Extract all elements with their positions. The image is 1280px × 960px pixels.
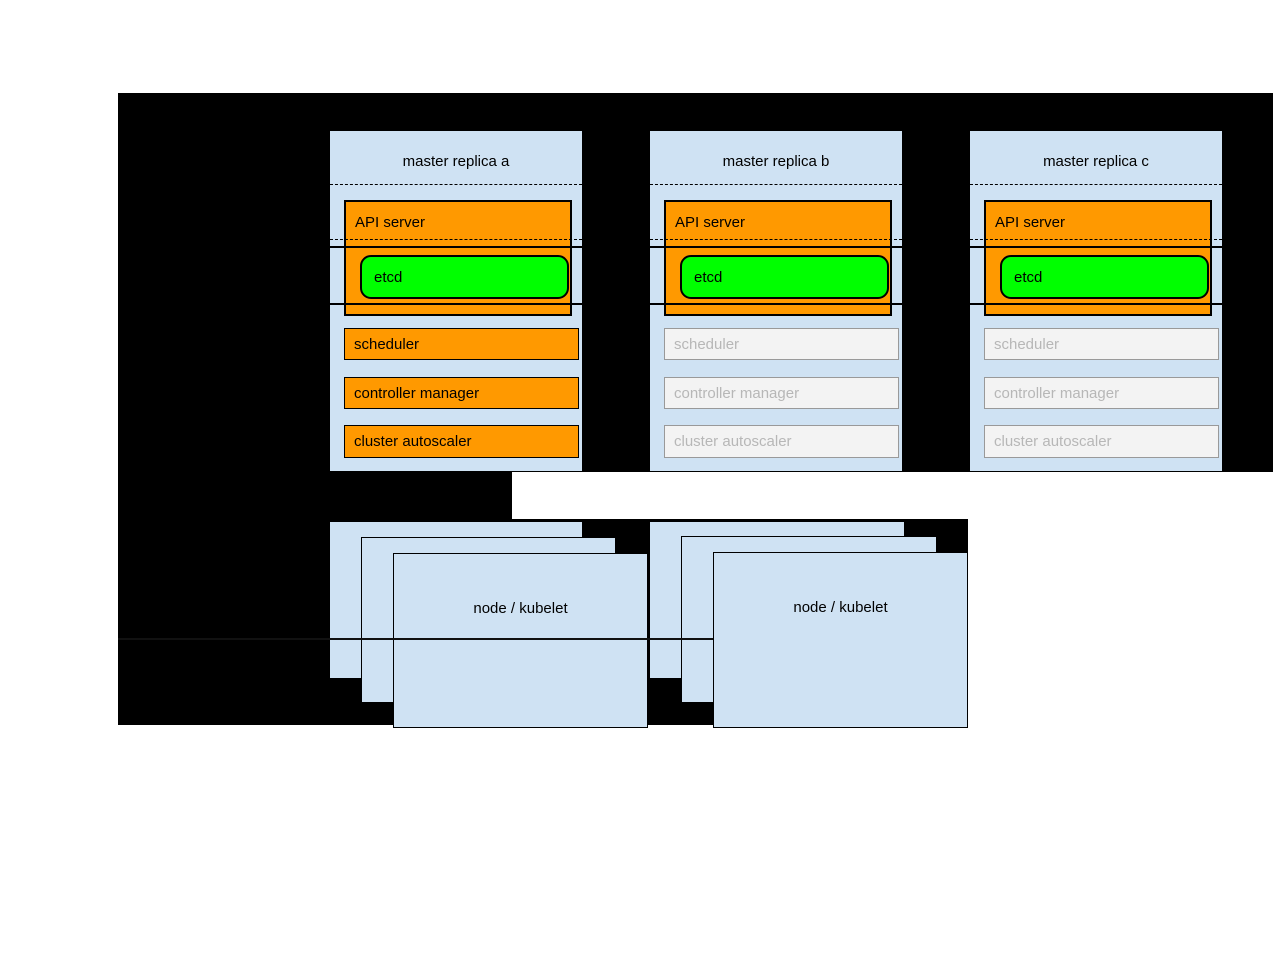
connector-line (118, 638, 713, 640)
component-box-controller-manager: controller manager (664, 377, 899, 409)
component-label: cluster autoscaler (994, 433, 1112, 450)
dashed-separator (330, 184, 582, 185)
api-server-label: API server (995, 214, 1066, 231)
component-box-controller-manager: controller manager (344, 377, 579, 409)
node-label: node / kubelet (793, 599, 888, 616)
component-label: controller manager (994, 384, 1120, 402)
dashed-separator (970, 239, 1222, 240)
dashed-separator (970, 184, 1222, 185)
component-box-scheduler: scheduler (344, 328, 579, 360)
component-box-cluster-autoscaler: cluster autoscaler (664, 425, 899, 458)
component-label: cluster autoscaler (674, 433, 792, 450)
etcd-label: etcd (374, 268, 403, 286)
solid-separator (330, 246, 582, 248)
component-label: scheduler (994, 335, 1060, 353)
component-box-controller-manager: controller manager (984, 377, 1219, 409)
etcd-box: etcd (680, 255, 889, 299)
node-box-front: node / kubelet (713, 552, 968, 728)
component-label: scheduler (354, 335, 420, 353)
api-server-label: API server (675, 214, 746, 231)
dashed-separator (330, 239, 582, 240)
component-box-cluster-autoscaler: cluster autoscaler (984, 425, 1219, 458)
component-box-scheduler: scheduler (984, 328, 1219, 360)
master-title: master replica a (402, 153, 510, 170)
component-label: controller manager (354, 384, 480, 402)
solid-separator (650, 246, 902, 248)
solid-separator (650, 303, 902, 305)
component-label: cluster autoscaler (354, 433, 472, 450)
solid-separator (330, 303, 582, 305)
component-label: controller manager (674, 384, 800, 402)
master-replica-c-box: master replica c API server etcd schedul… (969, 130, 1223, 472)
master-replica-a-box: master replica a API server etcd schedul… (329, 130, 583, 472)
etcd-box: etcd (1000, 255, 1209, 299)
component-label: scheduler (674, 335, 740, 353)
backdrop-left-strip (118, 472, 512, 519)
node-box-front: node / kubelet (393, 553, 648, 728)
etcd-label: etcd (1014, 268, 1043, 286)
master-replica-b-box: master replica b API server etcd schedul… (649, 130, 903, 472)
master-title: master replica c (1043, 153, 1149, 170)
master-title: master replica b (722, 153, 830, 170)
solid-separator (970, 303, 1222, 305)
etcd-label: etcd (694, 268, 723, 286)
component-box-cluster-autoscaler: cluster autoscaler (344, 425, 579, 458)
dashed-separator (650, 239, 902, 240)
node-label: node / kubelet (473, 600, 568, 617)
component-box-scheduler: scheduler (664, 328, 899, 360)
api-server-label: API server (355, 214, 426, 231)
etcd-box: etcd (360, 255, 569, 299)
solid-separator (970, 246, 1222, 248)
dashed-separator (650, 184, 902, 185)
